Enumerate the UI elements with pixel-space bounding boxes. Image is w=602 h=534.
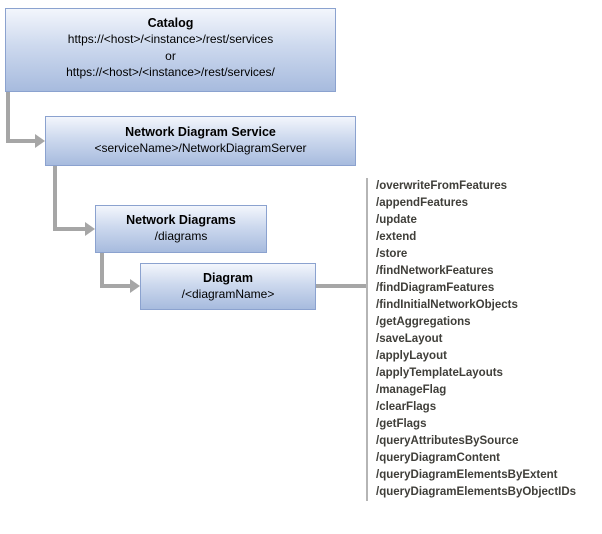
catalog-url-secondary: https://<host>/<instance>/rest/services/	[66, 65, 275, 79]
network-diagrams-path: /diagrams	[154, 229, 208, 243]
operation-item: /applyLayout	[376, 350, 447, 362]
operation-item: /getFlags	[376, 418, 427, 430]
network-diagrams-node: Network Diagrams /diagrams	[95, 205, 267, 253]
operation-item: /manageFlag	[376, 384, 447, 396]
catalog-or-label: or	[165, 48, 176, 63]
arrowhead-into-service-icon	[35, 134, 45, 148]
operation-item: /appendFeatures	[376, 197, 469, 209]
network-diagram-service-title: Network Diagram Service	[125, 125, 276, 139]
operation-item: /update	[376, 214, 417, 226]
connector-service-to-diagrams-vertical	[53, 166, 57, 231]
arrowhead-into-diagrams-icon	[85, 222, 95, 236]
diagram-title: Diagram	[202, 271, 254, 285]
operations-list: /overwriteFromFeatures /appendFeatures /…	[376, 178, 596, 501]
operation-item: /findDiagramFeatures	[376, 282, 495, 294]
operation-item: /findNetworkFeatures	[376, 265, 494, 277]
operation-item: /clearFlags	[376, 401, 437, 413]
diagram-path: /<diagramName>	[181, 287, 275, 301]
operations-bracket-line	[366, 178, 368, 501]
operation-item: /findInitialNetworkObjects	[376, 299, 518, 311]
connector-diagrams-to-diagram-vertical	[100, 253, 104, 288]
connector-catalog-to-service-horizontal	[6, 139, 35, 143]
operation-item: /queryAttributesBySource	[376, 435, 519, 447]
operation-item: /getAggregations	[376, 316, 471, 328]
operation-item: /extend	[376, 231, 417, 243]
diagram-node: Diagram /<diagramName>	[140, 263, 316, 310]
connector-diagrams-to-diagram-horizontal	[100, 284, 130, 288]
operation-item: /queryDiagramElementsByExtent	[376, 469, 558, 481]
operation-item: /overwriteFromFeatures	[376, 180, 508, 192]
network-diagrams-title: Network Diagrams	[126, 213, 236, 227]
network-diagram-service-node: Network Diagram Service <serviceName>/Ne…	[45, 116, 356, 166]
operation-item: /queryDiagramElementsByObjectIDs	[376, 486, 577, 498]
operation-item: /saveLayout	[376, 333, 443, 345]
catalog-node: Catalog https://<host>/<instance>/rest/s…	[5, 8, 336, 92]
connector-catalog-to-service-vertical	[6, 92, 10, 143]
operation-item: /queryDiagramContent	[376, 452, 500, 464]
catalog-url-primary: https://<host>/<instance>/rest/services	[67, 32, 274, 46]
operation-item: /store	[376, 248, 408, 260]
catalog-title: Catalog	[147, 16, 194, 30]
operation-item: /applyTemplateLayouts	[376, 367, 503, 379]
connector-diagram-to-operations	[316, 284, 366, 288]
connector-service-to-diagrams-horizontal	[53, 227, 85, 231]
network-diagram-service-path: <serviceName>/NetworkDiagramServer	[94, 141, 307, 155]
arrowhead-into-diagram-icon	[130, 279, 140, 293]
